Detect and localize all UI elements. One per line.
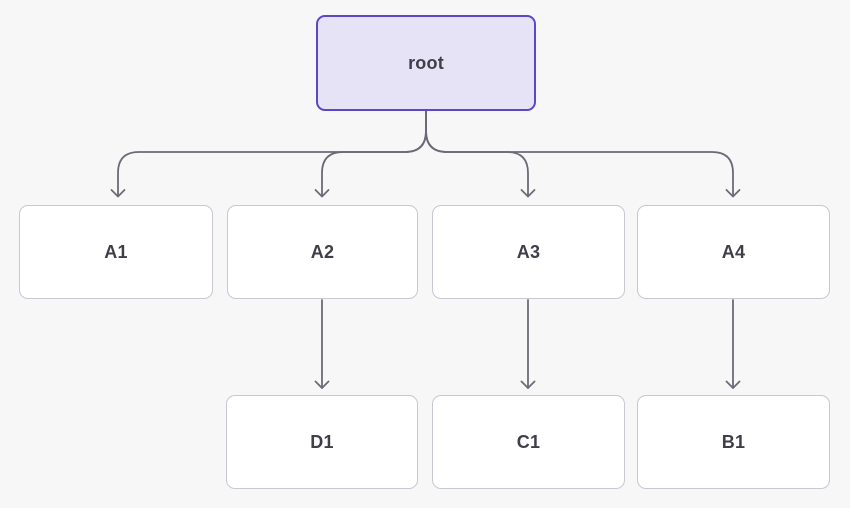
edge-root-a1 — [117, 110, 427, 197]
node-c1[interactable]: C1 — [432, 395, 625, 489]
node-c1-label: C1 — [516, 431, 541, 452]
arrowhead-root-a2 — [314, 189, 330, 198]
edge-root-a4 — [425, 110, 734, 197]
edge-root-a3 — [425, 110, 529, 197]
node-b1[interactable]: B1 — [637, 395, 830, 489]
node-a1-label: A1 — [104, 241, 128, 262]
arrowhead-root-a3 — [520, 189, 536, 198]
node-root-label: root — [408, 52, 444, 73]
node-a3-label: A3 — [516, 241, 541, 262]
arrowhead-root-a1 — [110, 189, 126, 198]
edge-root-a2 — [321, 110, 427, 197]
node-d1-label: D1 — [310, 431, 334, 452]
node-root[interactable]: root — [316, 15, 536, 111]
node-a4[interactable]: A4 — [637, 205, 830, 299]
arrowhead-a4-b1 — [725, 380, 741, 389]
node-a2[interactable]: A2 — [227, 205, 418, 299]
node-a4-label: A4 — [721, 241, 746, 262]
node-d1[interactable]: D1 — [226, 395, 418, 489]
node-a2-label: A2 — [310, 241, 335, 262]
node-a3[interactable]: A3 — [432, 205, 625, 299]
arrowhead-a2-d1 — [314, 380, 330, 389]
arrowhead-a3-c1 — [520, 380, 536, 389]
arrowhead-root-a4 — [725, 189, 741, 198]
node-a1[interactable]: A1 — [19, 205, 213, 299]
node-b1-label: B1 — [721, 431, 746, 452]
